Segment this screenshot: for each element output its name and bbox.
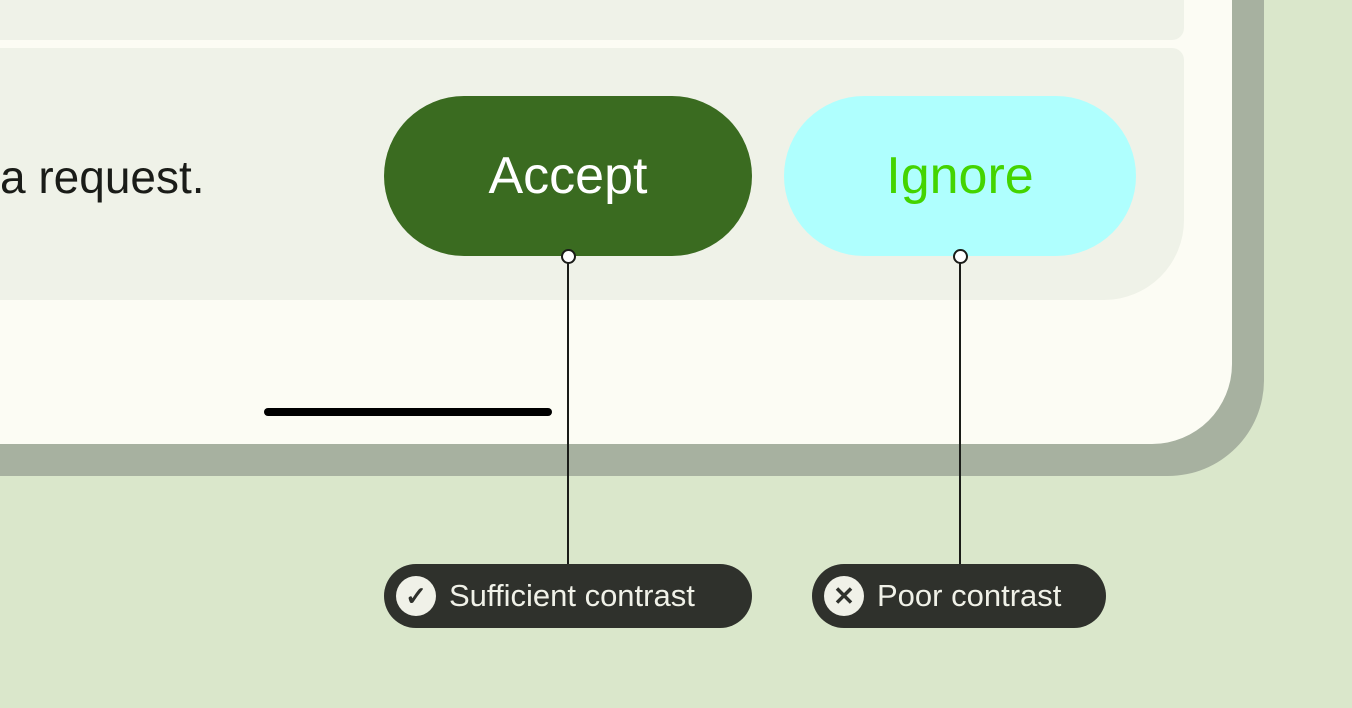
card-top [0,0,1184,40]
ignore-button[interactable]: Ignore [784,96,1136,256]
sufficient-contrast-tag: ✓ Sufficient contrast [384,564,752,628]
annotation-dot [953,249,968,264]
accept-button[interactable]: Accept [384,96,752,256]
annotation-dot [561,249,576,264]
check-icon: ✓ [396,576,436,616]
tag-label: Poor contrast [877,578,1062,613]
annotation-line [959,262,961,564]
annotation-line [567,262,569,564]
x-icon: ✕ [824,576,864,616]
gesture-handle [264,408,552,416]
poor-contrast-tag: ✕ Poor contrast [812,564,1106,628]
request-message: a request. [0,151,205,203]
tag-label: Sufficient contrast [449,578,695,613]
